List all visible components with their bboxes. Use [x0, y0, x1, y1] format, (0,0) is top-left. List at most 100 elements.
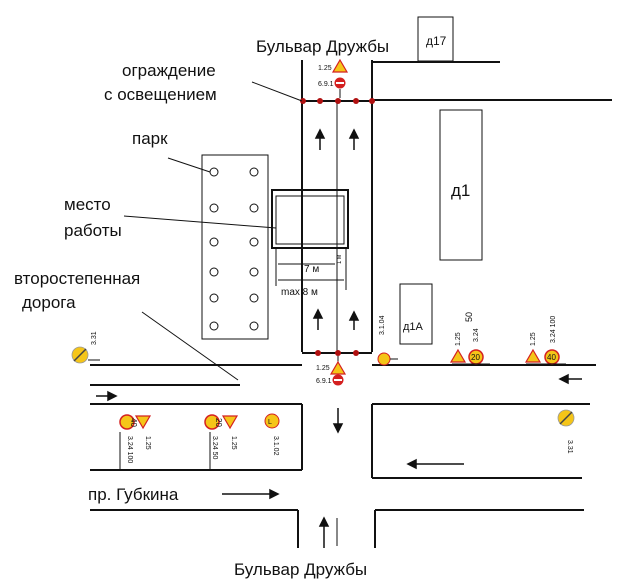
- speed-value: 40: [547, 353, 556, 362]
- sign-distance: 50: [464, 312, 474, 322]
- park-label: парк: [132, 129, 168, 148]
- warning-sign-icon: [524, 348, 542, 363]
- arrow-left-icon: [406, 458, 464, 470]
- arrow-right-icon: [222, 488, 280, 500]
- fence-bottom: [302, 350, 372, 356]
- secondary-road-leader-line: [141, 311, 239, 381]
- street-label-bottom: Бульвар Дружбы: [234, 560, 367, 579]
- secondary-road-label-line1: второстепенная: [14, 269, 140, 288]
- sign-cluster-lower-mid: 20 1.25 3.24 50: [204, 414, 239, 459]
- direction-arrows: [96, 128, 582, 548]
- warning-sign-icon: [329, 360, 347, 375]
- arrow-up-icon: [314, 128, 326, 150]
- speed-limit-sign-icon: [119, 414, 135, 430]
- tree-icon: [209, 267, 219, 277]
- arrow-up-icon: [348, 128, 360, 150]
- work-area-outer: [271, 189, 349, 249]
- tree-icon: [249, 167, 259, 177]
- sign-3104: 3.1.04: [377, 315, 398, 366]
- work-leader-line: [123, 215, 277, 229]
- arrow-up-icon: [348, 310, 360, 330]
- sign-end-restrictions-left: 3.31: [71, 331, 100, 364]
- tree-icon: [249, 267, 259, 277]
- warning-sign-icon: [221, 415, 239, 430]
- sign-code: 3.31: [91, 331, 98, 345]
- dim-7m-label: 7 м: [304, 264, 319, 275]
- lamp-icon: [353, 98, 359, 104]
- svg-text:L: L: [268, 419, 272, 426]
- fence-label-line1: ограждение: [122, 61, 216, 80]
- sign-cluster-lower-left: 40 1.25 3.24 100: [119, 414, 152, 463]
- fence-top: [300, 98, 375, 104]
- building-d1: [439, 109, 483, 261]
- lamp-icon: [317, 98, 323, 104]
- speed-value: 20: [471, 353, 480, 362]
- warning-sign-icon: [331, 58, 349, 73]
- tree-icon: [209, 167, 219, 177]
- dim-max8m-label: max 8 м: [281, 287, 318, 298]
- park-trees: [209, 167, 259, 331]
- sign-code: 6.9.1: [318, 81, 334, 88]
- sign-code: 1.25: [316, 365, 330, 372]
- warning-sign-icon: [449, 348, 467, 363]
- sign-code: 3.1.02: [272, 436, 279, 456]
- park-area: [201, 154, 269, 340]
- building-d17-label: д17: [426, 34, 447, 48]
- avenue-label: пр. Губкина: [88, 485, 179, 504]
- fence-leader-line: [251, 81, 303, 102]
- restriction-sign-icon: [264, 413, 280, 429]
- sign-code: 1.25: [318, 65, 332, 72]
- work-zone: 7 м 1 м max 8 м: [271, 189, 349, 298]
- lamp-icon: [369, 98, 375, 104]
- lamp-icon: [300, 98, 306, 104]
- sign-cluster-far-right: 40 1.25 3.24 100: [524, 316, 566, 365]
- secondary-road-label-line2: дорога: [22, 293, 76, 312]
- sign-code: 1.25: [230, 436, 237, 450]
- lamp-icon: [335, 350, 341, 356]
- speed-value: 40: [129, 418, 138, 427]
- road-edges: [90, 60, 612, 548]
- buildings: д17 д1 д1А: [399, 16, 483, 345]
- warning-sign-icon: [134, 415, 152, 430]
- street-label-top: Бульвар Дружбы: [256, 37, 389, 56]
- work-label-line1: место: [64, 195, 111, 214]
- sign-code: 6.9.1: [316, 378, 332, 385]
- sign-cluster-bottom: 1.25 6.9.1: [316, 356, 347, 386]
- speed-value: 20: [214, 418, 223, 427]
- sign-code: 3.1.04: [379, 315, 386, 335]
- sign-code: 3.24 100: [550, 316, 557, 343]
- restriction-sign-icon: [377, 352, 391, 366]
- sign-code: 3.24: [473, 328, 480, 342]
- tree-icon: [209, 321, 219, 331]
- work-label-line2: работы: [64, 221, 122, 240]
- arrow-left-icon: [558, 373, 582, 385]
- park: [201, 154, 269, 340]
- building-d1a-label: д1А: [403, 321, 424, 333]
- building-d1a: [399, 283, 433, 345]
- sign-cluster-top: 1.25 6.9.1: [318, 58, 349, 98]
- sign-code: 1.25: [144, 436, 151, 450]
- tree-icon: [209, 293, 219, 303]
- sign-end-restrictions-right: 3.31: [557, 409, 575, 454]
- tree-icon: [249, 203, 259, 213]
- sign-code: 3.24 100: [126, 436, 133, 463]
- lamp-icon: [335, 98, 341, 104]
- building-d17: [417, 16, 454, 62]
- speed-limit-sign-icon: [204, 414, 220, 430]
- tree-icon: [209, 203, 219, 213]
- sign-cluster-mid-right: 20 1.25 3.24 50: [449, 312, 490, 365]
- tree-icon: [249, 321, 259, 331]
- sign-code: 1.25: [455, 332, 462, 346]
- lamp-icon: [353, 350, 359, 356]
- dim-1m-label: 1 м: [337, 255, 343, 264]
- park-leader-line: [167, 157, 211, 173]
- sign-code: 1.25: [530, 332, 537, 346]
- sign-code: 3.31: [566, 440, 573, 454]
- arrow-right-icon: [96, 390, 118, 402]
- sign-3102: L 3.1.02: [264, 413, 280, 456]
- arrow-down-icon: [332, 408, 344, 434]
- tree-icon: [249, 237, 259, 247]
- arrow-up-icon: [318, 516, 330, 548]
- arrow-up-icon: [312, 308, 324, 330]
